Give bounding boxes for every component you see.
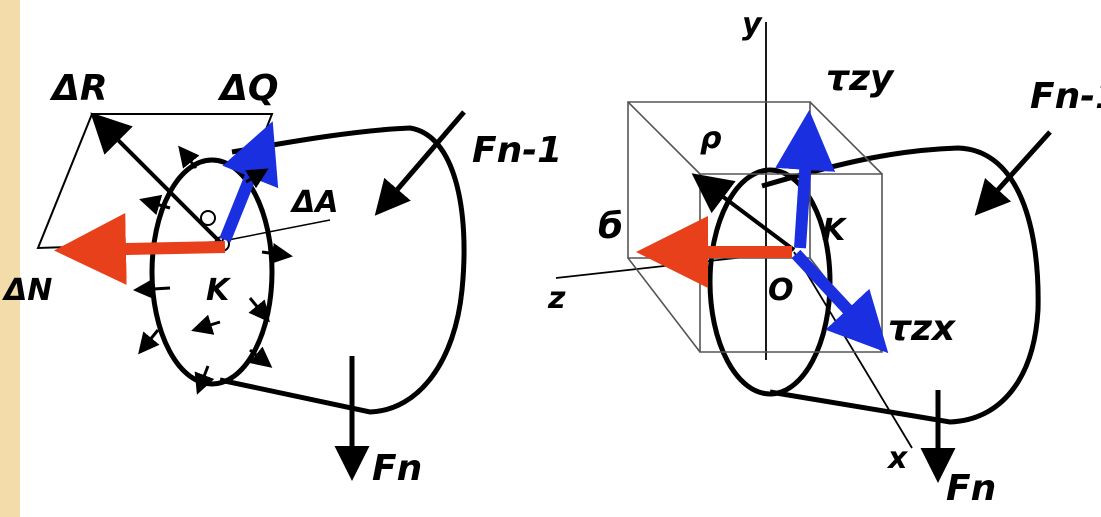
right-force-n-minus-1-arrow bbox=[974, 130, 1052, 216]
label-axis-z: z bbox=[547, 281, 566, 316]
shear-stress-zy-arrow bbox=[775, 110, 836, 249]
label-delta-a: ΔA bbox=[290, 185, 338, 220]
label-rho: ρ bbox=[700, 121, 721, 156]
section-stress-arrows bbox=[133, 145, 293, 395]
right-figure: y z x O K ρ б τzy τzx Fn-1 Fn bbox=[547, 7, 1101, 509]
label-force-n: Fn bbox=[372, 448, 422, 489]
left-cylinder-body bbox=[219, 125, 467, 415]
label-force-n: Fn bbox=[946, 468, 996, 509]
normal-force-arrow bbox=[54, 213, 226, 286]
shear-force-arrow bbox=[219, 121, 279, 243]
label-delta-n: ΔN bbox=[2, 273, 52, 308]
left-figure: ΔR ΔQ ΔA ΔN K Fn-1 Fn bbox=[2, 68, 562, 489]
label-tau-zy: τzy bbox=[826, 58, 895, 99]
label-origin: O bbox=[768, 273, 794, 308]
area-leader-line bbox=[227, 219, 331, 241]
area-element bbox=[200, 210, 216, 226]
label-delta-r: ΔR bbox=[49, 68, 108, 109]
label-force-n-minus-1: Fn-1 bbox=[1030, 76, 1101, 117]
label-sigma: б bbox=[598, 206, 623, 247]
label-delta-q: ΔQ bbox=[217, 68, 278, 109]
label-tau-zx: τzx bbox=[888, 308, 957, 349]
resultant-arrow bbox=[90, 112, 224, 246]
shear-stress-zx-arrow bbox=[791, 249, 889, 354]
label-axis-x: x bbox=[886, 441, 909, 476]
label-point-k: K bbox=[206, 273, 232, 308]
right-cylinder-body bbox=[761, 145, 1041, 425]
label-force-n-minus-1: Fn-1 bbox=[472, 130, 562, 171]
label-point-k: K bbox=[822, 213, 848, 248]
rho-vector bbox=[691, 173, 796, 252]
label-axis-y: y bbox=[742, 7, 763, 42]
figure-panel bbox=[20, 0, 1101, 517]
force-n-minus-1-arrow bbox=[374, 110, 466, 216]
